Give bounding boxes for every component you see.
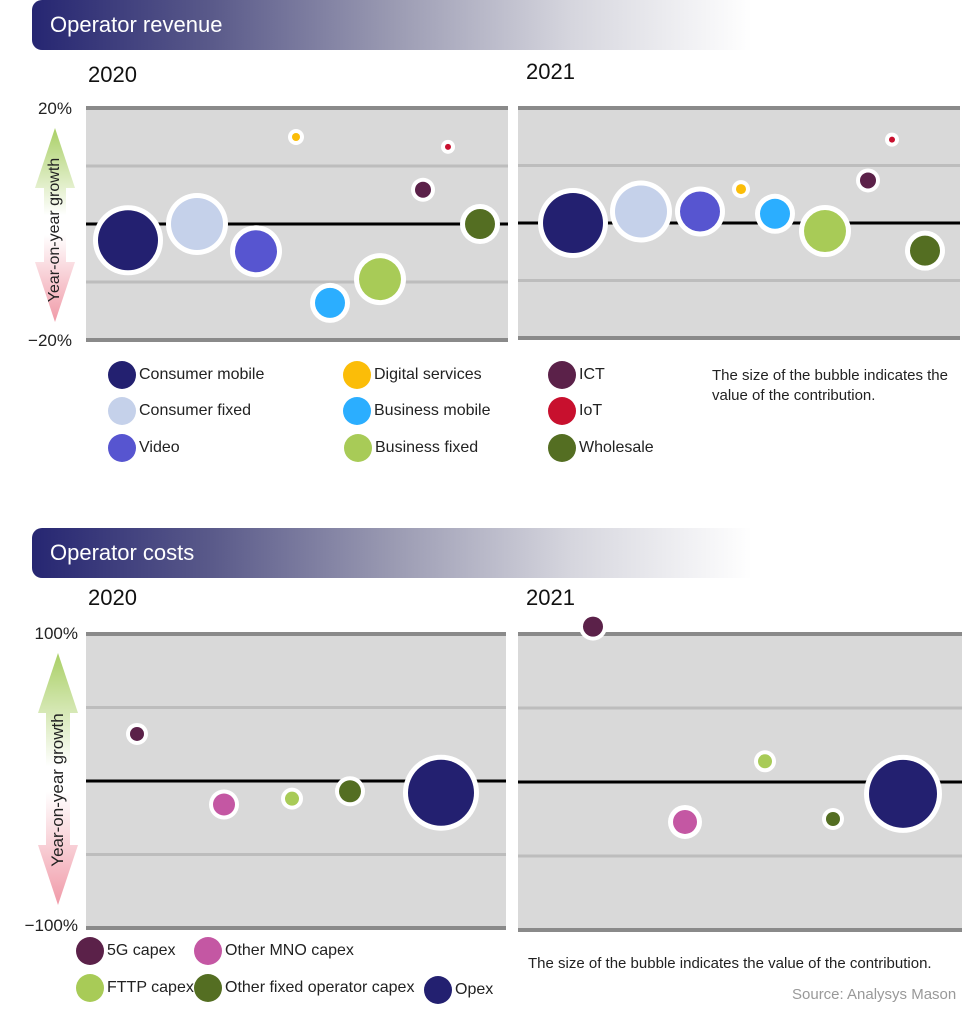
bubble-other-mno-capex	[213, 793, 235, 816]
bubble-consumer-fixed	[615, 185, 667, 238]
legend-dot-icon	[76, 974, 104, 1002]
legend-label: 5G capex	[107, 942, 176, 959]
legend-dot-icon	[343, 361, 371, 389]
source-credit: Source: Analysys Mason	[792, 986, 957, 1003]
bubble-digital-services	[736, 184, 746, 195]
revenue-ytick-top: 20%	[37, 99, 72, 118]
bubble-video	[680, 191, 720, 232]
bubble-other-fixed-operator-capex	[339, 780, 361, 803]
bubble-business-fixed	[804, 210, 846, 253]
bubble-other-mno-capex	[673, 809, 697, 834]
growth-arrow-icon	[35, 128, 75, 322]
legend-business-mobile: Business mobile	[343, 397, 491, 425]
legend-business-fixed: Business fixed	[344, 434, 478, 462]
legend-dot-icon	[548, 361, 576, 389]
bubble-wholesale	[910, 235, 940, 266]
legend-consumer-fixed: Consumer fixed	[108, 397, 251, 425]
legend-dot-icon	[194, 974, 222, 1002]
bubble-opex	[869, 759, 937, 828]
legend-wholesale: Wholesale	[548, 434, 654, 462]
legend-fttp-capex: FTTP capex	[76, 974, 194, 1002]
costs-year-2021: 2021	[526, 585, 575, 610]
growth-arrow-icon	[38, 653, 78, 905]
costs-section-header: Operator costs	[32, 528, 752, 578]
bubble-5g-capex	[130, 726, 144, 741]
bubble-business-mobile	[315, 287, 345, 318]
legend-dot-icon	[108, 361, 136, 389]
costs-y-axis-label: Year-on-year growth	[48, 713, 67, 867]
costs-ytick-bottom: −100%	[24, 916, 78, 935]
bubble-5g-capex	[583, 616, 603, 637]
bubble-iot	[889, 136, 895, 143]
bubble-iot	[445, 143, 451, 150]
legend-label: Other MNO capex	[225, 942, 354, 959]
costs-section-title: Operator costs	[50, 540, 195, 565]
legend-dot-icon	[76, 937, 104, 965]
legend-label: Digital services	[374, 366, 482, 383]
revenue-year-2021: 2021	[526, 59, 575, 84]
legend-video: Video	[108, 434, 180, 462]
legend-dot-icon	[548, 434, 576, 462]
legend-label: IoT	[579, 402, 603, 419]
legend-ict: ICT	[548, 361, 605, 389]
costs-bubble-size-note: The size of the bubble indicates the val…	[528, 955, 932, 972]
legend-dot-icon	[108, 397, 136, 425]
legend-dot-icon	[343, 397, 371, 425]
costs-ytick-top: 100%	[34, 624, 78, 643]
legend-5g-capex: 5G capex	[76, 937, 175, 965]
bubble-opex	[408, 759, 474, 826]
bubble-other-fixed-operator-capex	[826, 812, 840, 826]
bubble-ict	[860, 172, 876, 189]
legend-label: Consumer fixed	[139, 402, 252, 419]
legend-label: Business mobile	[374, 402, 491, 419]
legend-label: Wholesale	[579, 439, 654, 456]
legend-label: Consumer mobile	[139, 366, 265, 383]
bubble-fttp-capex	[285, 791, 299, 806]
bubble-business-mobile	[760, 198, 790, 229]
legend-dot-icon	[424, 976, 452, 1004]
legend-consumer-mobile: Consumer mobile	[108, 361, 264, 389]
legend-other-fixed-operator-capex: Other fixed operator capex	[194, 974, 414, 1002]
bubble-consumer-mobile	[543, 193, 603, 253]
bubble-consumer-fixed	[171, 198, 223, 250]
bubble-business-fixed	[359, 258, 401, 301]
revenue-section-header: Operator revenue	[32, 0, 752, 50]
legend-label: Video	[139, 439, 180, 456]
bubble-video	[235, 230, 277, 273]
bubble-digital-services	[292, 133, 300, 141]
legend-opex: Opex	[424, 976, 493, 1004]
legend-dot-icon	[108, 434, 136, 462]
revenue-y-axis-label: Year-on-year growth	[46, 157, 63, 303]
legend-dot-icon	[548, 397, 576, 425]
bubble-wholesale	[465, 209, 495, 239]
revenue-bubble-size-note: The size of the bubble indicates the val…	[712, 367, 948, 404]
costs-year-2020: 2020	[88, 585, 137, 610]
legend-label: ICT	[579, 366, 605, 383]
bubble-ict	[415, 181, 431, 198]
legend-digital-services: Digital services	[343, 361, 482, 389]
legend-label: Business fixed	[375, 439, 479, 456]
legend-other-mno-capex: Other MNO capex	[194, 937, 354, 965]
bubble-fttp-capex	[758, 754, 772, 769]
revenue-ytick-bottom: −20%	[28, 331, 72, 350]
revenue-section-title: Operator revenue	[50, 12, 223, 37]
legend-label: FTTP capex	[107, 979, 194, 996]
legend-dot-icon	[194, 937, 222, 965]
revenue-year-2020: 2020	[88, 62, 137, 87]
legend-label: Other fixed operator capex	[225, 979, 415, 996]
legend-iot: IoT	[548, 397, 602, 425]
legend-label: Opex	[455, 981, 494, 998]
legend-dot-icon	[344, 434, 372, 462]
bubble-consumer-mobile	[98, 210, 158, 271]
